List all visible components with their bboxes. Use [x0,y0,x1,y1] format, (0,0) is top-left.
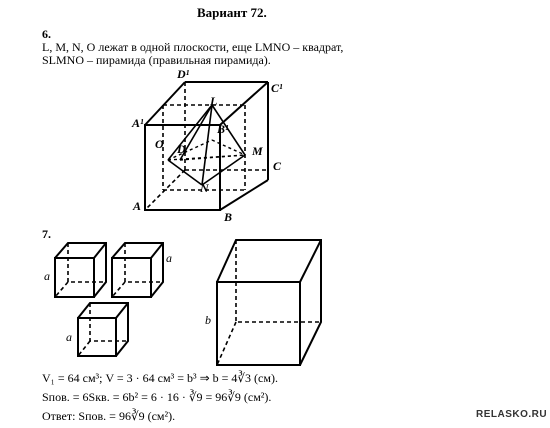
problem-6-line-2: SLMNO – пирамида (правильная пирамида). [42,53,271,67]
cube-3-edge-label: a [66,330,72,344]
problem-7-number: 7. [42,227,51,241]
equation-surface: Sпов. = 6Sкв. = 6b² = 6 · 16 · ∛9 = 96∛9… [42,390,272,404]
label-a: A [133,199,142,213]
label-b: B [224,210,233,224]
label-d1: D¹ [177,67,190,81]
label-m: M [252,144,263,158]
cube-1-edge-label: a [44,269,50,283]
label-c: C [273,159,282,173]
cube-2-edge-label: a [166,251,172,265]
label-c1: C¹ [271,81,283,95]
label-a1: A¹ [132,116,144,130]
label-b1: B¹ [217,122,229,136]
equation-volume: V₁ = 64 см³; V = 3 · 64 см³ = b³ ⇒ b = 4… [42,371,278,385]
page-title: Вариант 72. [197,5,267,20]
problem-6-number: 6. [42,27,51,41]
big-cube-edge-label: b [205,313,211,327]
label-l: L [210,94,218,108]
problem-6-line-1: L, M, N, O лежат в одной плоскости, еще … [42,40,344,54]
label-d: D [177,142,186,156]
answer-line: Ответ: Sпов. = 96∛9 (см²). [42,409,176,423]
label-n: N [200,181,209,195]
label-o: O [155,137,164,151]
watermark: RELASKO.RU [476,409,548,420]
